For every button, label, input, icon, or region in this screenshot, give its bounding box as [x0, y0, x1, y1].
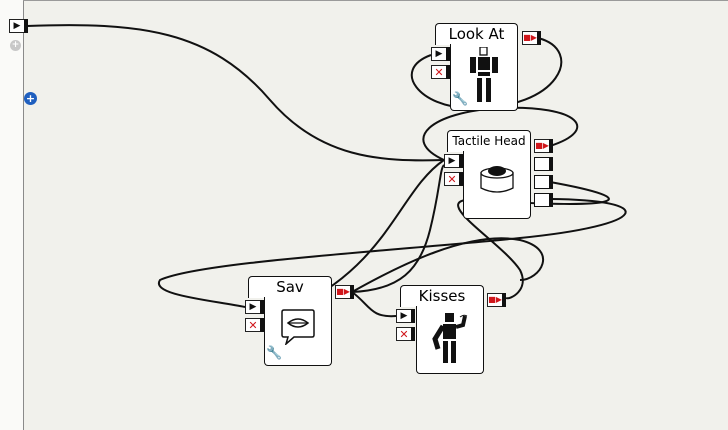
robot-standing-icon	[470, 47, 498, 102]
box-title-tab: Tactile Head	[447, 130, 531, 152]
wrench-icon[interactable]: 🔧	[452, 92, 469, 107]
wire-start-to-tactile-head	[26, 24, 445, 162]
wrench-icon[interactable]: 🔧	[266, 346, 283, 361]
robot-waving-icon	[432, 313, 468, 363]
sav-start-port[interactable]: ▶	[245, 300, 264, 314]
look-at-stopped-output[interactable]: ■▶	[522, 31, 541, 45]
play-icon: ▶	[448, 155, 456, 166]
play-icon: ▶	[400, 310, 408, 321]
output-stopped-icon: ■▶	[488, 295, 502, 304]
look-at-start-port[interactable]: ▶	[431, 47, 450, 61]
box-title: Tactile Head	[452, 134, 526, 148]
kisses-start-port[interactable]: ▶	[396, 309, 415, 323]
plus-circle-disabled-icon[interactable]: +	[10, 40, 21, 51]
wire-sav-to-tactile-head	[351, 164, 445, 293]
speech-lips-icon	[281, 309, 315, 345]
wire-sav-to-kisses	[351, 291, 397, 318]
plus-circle-icon[interactable]: +	[24, 92, 37, 105]
box-title-tab: Kisses	[400, 285, 484, 307]
play-icon: ▶	[13, 20, 21, 31]
box-title-tab: Look At	[435, 23, 518, 45]
stop-x-icon: ✕	[447, 172, 457, 186]
sav-stop-port[interactable]: ✕	[245, 318, 264, 332]
wire-sav-loop	[351, 237, 545, 293]
look-at-stop-port[interactable]: ✕	[431, 65, 450, 79]
flow-start-port[interactable]: ▶	[9, 19, 28, 33]
output-stopped-icon: ■▶	[523, 33, 537, 42]
kisses-stopped-output[interactable]: ■▶	[487, 293, 506, 307]
sav-stopped-output[interactable]: ■▶	[335, 285, 354, 299]
kisses-stop-port[interactable]: ✕	[396, 327, 415, 341]
box-title: Look At	[448, 25, 505, 43]
tactile-head-rear-output[interactable]	[534, 193, 553, 207]
tactile-head-middle-output[interactable]	[534, 175, 553, 189]
box-title-tab: Sav	[248, 276, 332, 298]
output-stopped-icon: ■▶	[336, 287, 350, 296]
tactile-head-front-output[interactable]	[534, 157, 553, 171]
wire-tactile-head-to-sav	[157, 198, 627, 308]
box-title: Sav	[276, 278, 304, 296]
head-sensor-icon	[480, 166, 514, 193]
canvas-top-border	[23, 0, 728, 1]
flow-input-rail	[0, 0, 24, 430]
stop-x-icon: ✕	[434, 65, 444, 79]
play-icon: ▶	[249, 301, 257, 312]
play-icon: ▶	[435, 48, 443, 59]
tactile-head-stop-port[interactable]: ✕	[444, 172, 463, 186]
stop-x-icon: ✕	[248, 318, 258, 332]
stop-x-icon: ✕	[399, 327, 409, 341]
tactile-head-start-port[interactable]: ▶	[444, 154, 463, 168]
tactile-head-stopped-output[interactable]: ■▶	[534, 139, 553, 153]
output-stopped-icon: ■▶	[535, 141, 549, 150]
box-title: Kisses	[418, 287, 466, 305]
